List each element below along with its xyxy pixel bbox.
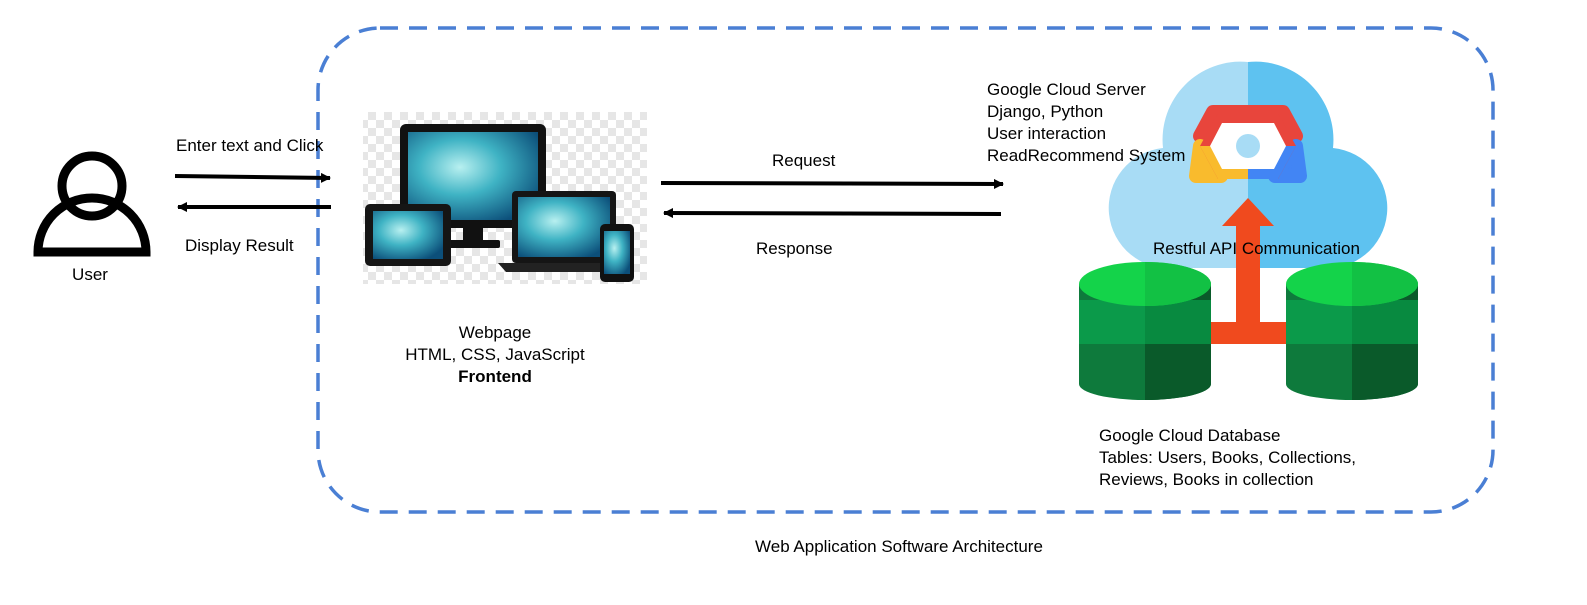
- server-interaction-label: User interaction: [987, 124, 1107, 143]
- user-icon: [33, 151, 151, 257]
- database-icon-left: [1079, 262, 1211, 400]
- frontend-webpage-label: Webpage: [458, 323, 532, 342]
- database-tables-label: Tables: Users, Books, Collections,: [1099, 448, 1356, 467]
- frontend-title-label: Frontend: [458, 367, 532, 386]
- frontend-tech-label: HTML, CSS, JavaScript: [405, 345, 585, 364]
- system-boundary: [316, 26, 1495, 514]
- request-label: Request: [772, 151, 836, 170]
- server-tech-label: Django, Python: [987, 102, 1104, 121]
- response-arrow: [663, 208, 1002, 219]
- request-arrow: [660, 178, 1004, 189]
- database-tables-cont-label: Reviews, Books in collection: [1099, 470, 1314, 489]
- devices-image: [363, 112, 647, 284]
- enter-text-label: Enter text and Click: [176, 136, 324, 155]
- database-title-label: Google Cloud Database: [1099, 426, 1281, 445]
- response-label: Response: [756, 239, 833, 258]
- server-title-label: Google Cloud Server: [987, 80, 1146, 99]
- server-system-label: ReadRecommend System: [987, 146, 1186, 165]
- api-connector-arrow: [1198, 198, 1298, 344]
- restful-api-label: Restful API Communication: [1153, 239, 1360, 258]
- enter-text-arrow: [174, 172, 331, 183]
- database-icon-right: [1286, 262, 1418, 400]
- google-cloud-logo-icon: [1189, 105, 1307, 183]
- user-label: User: [72, 265, 108, 284]
- display-result-label: Display Result: [185, 236, 294, 255]
- diagram-caption: Web Application Software Architecture: [755, 537, 1043, 556]
